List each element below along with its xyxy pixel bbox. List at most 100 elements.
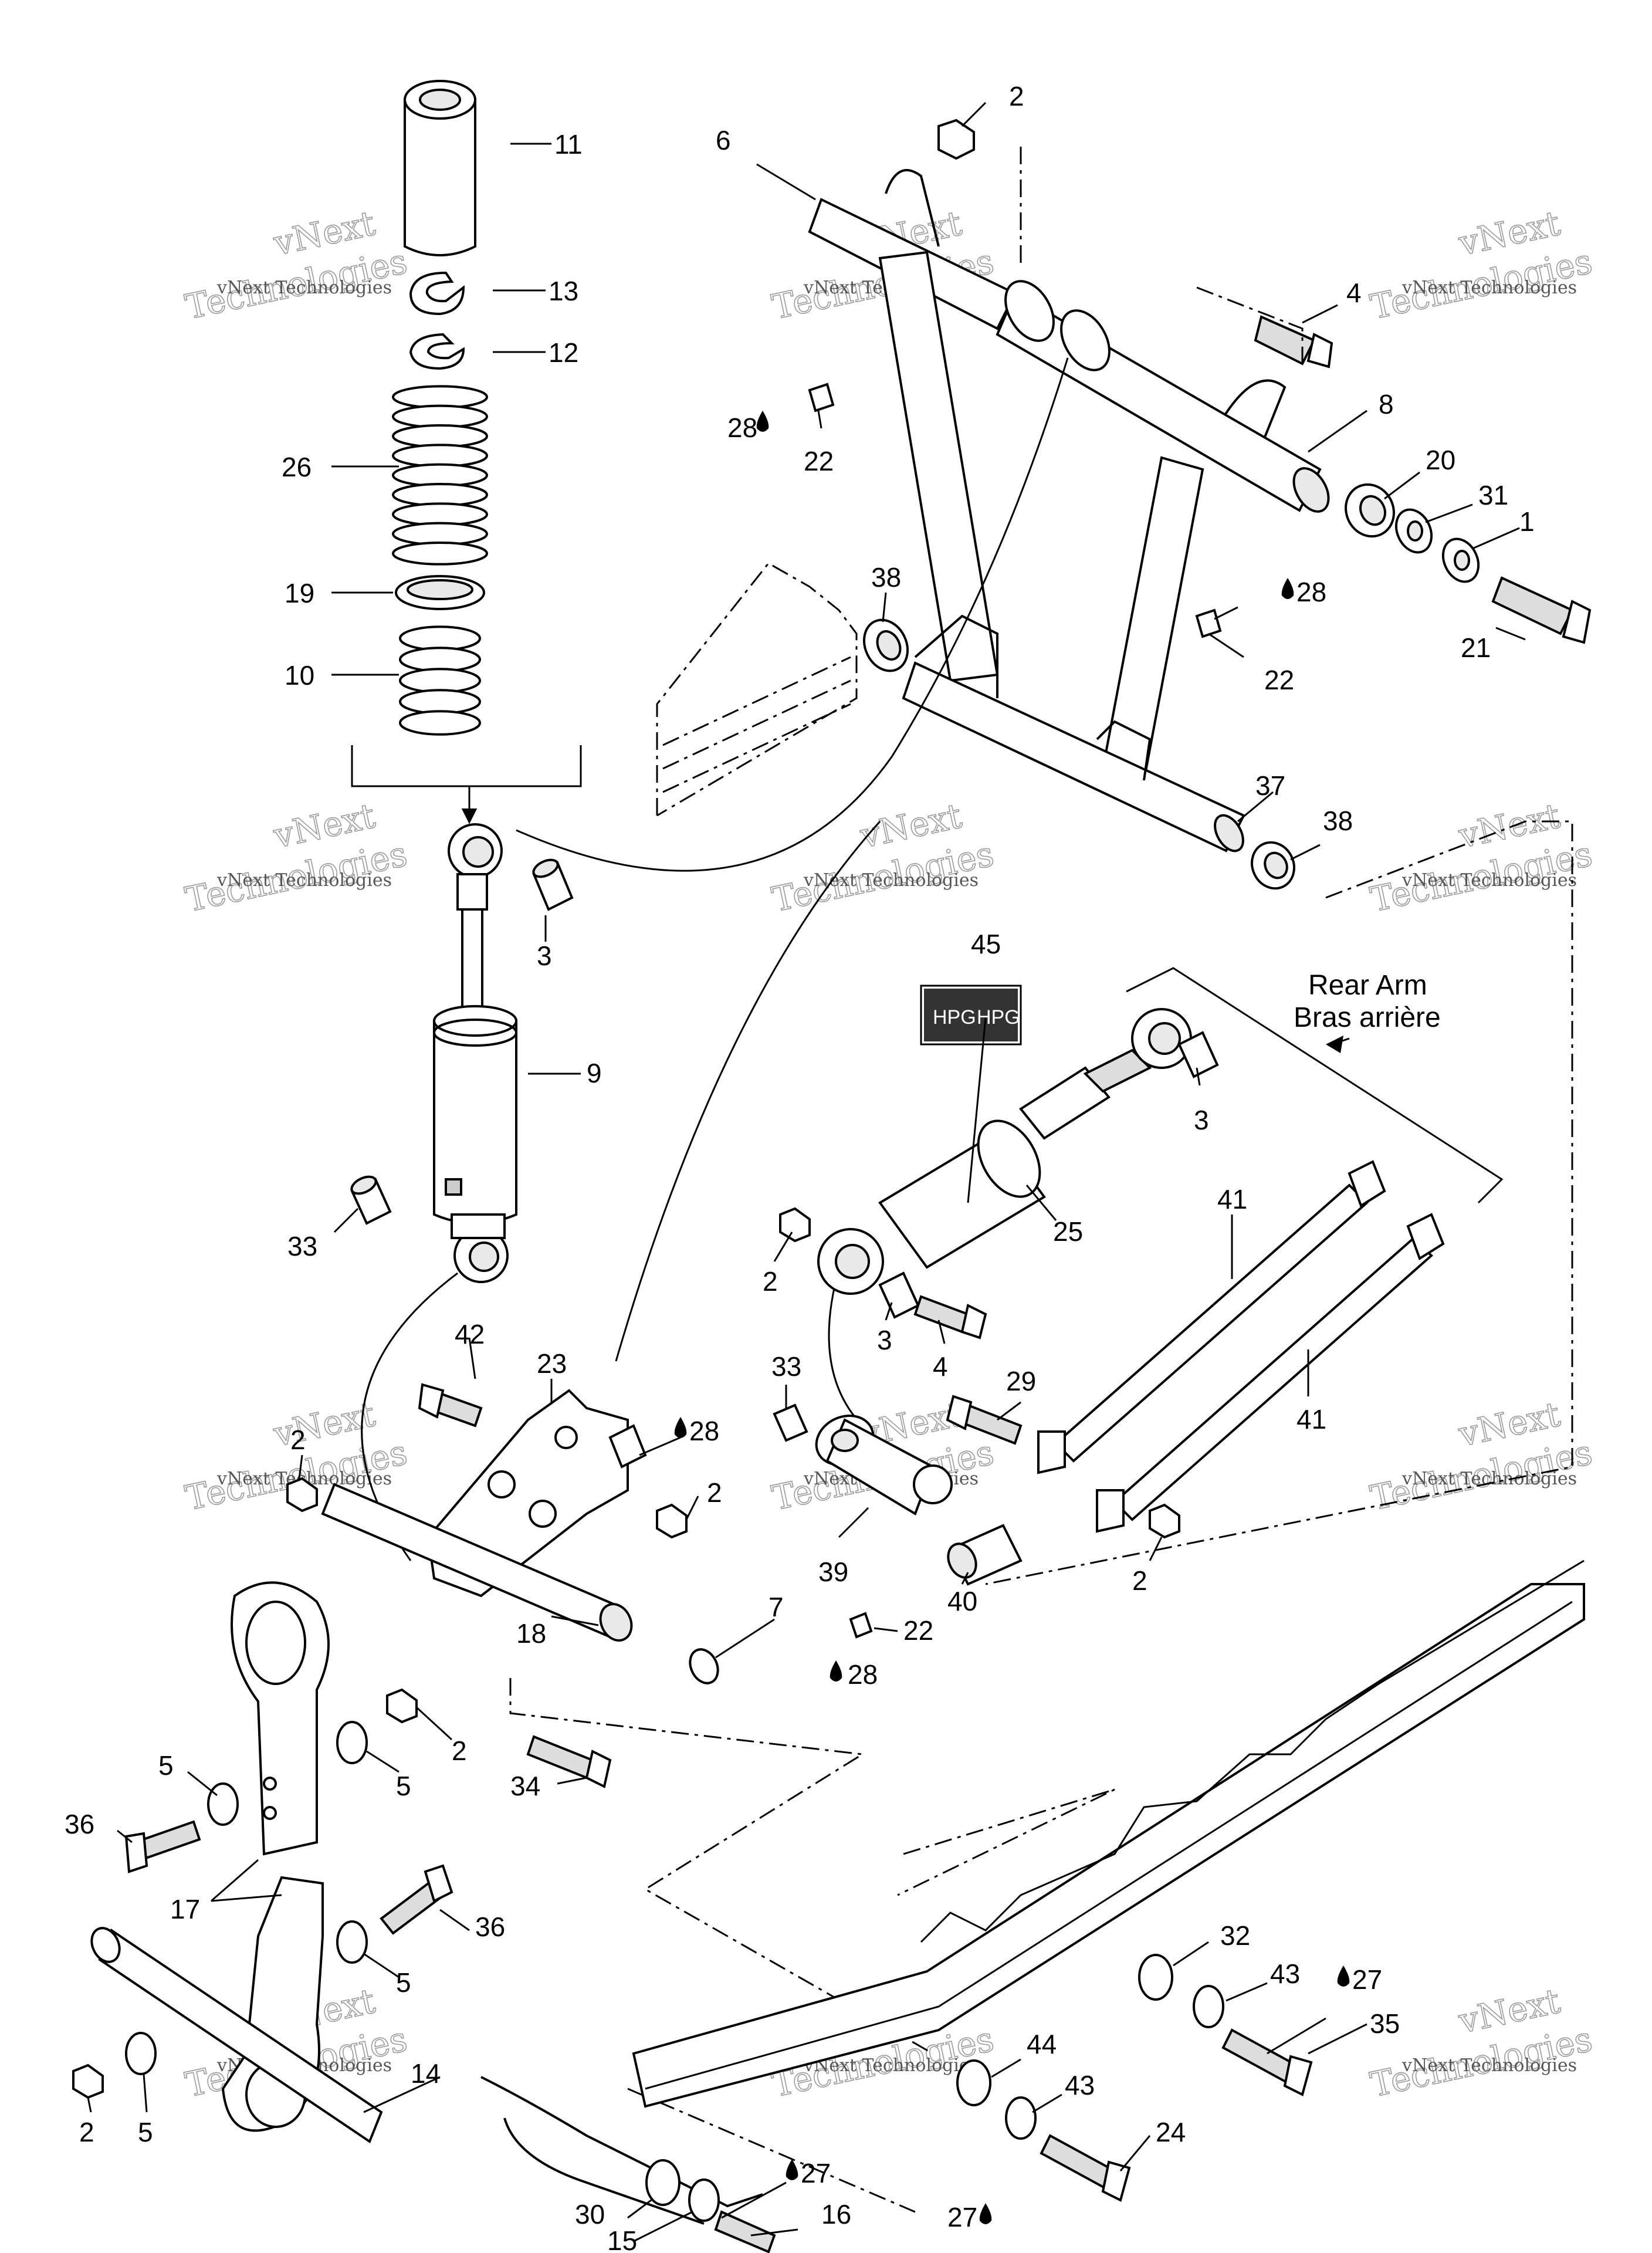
part-42-bolt	[418, 1383, 483, 1427]
tunnel-fragment	[656, 562, 858, 817]
part-22-grease-fitting-low	[849, 1612, 873, 1639]
callout-31: 31	[1478, 480, 1508, 510]
part-14-shaft	[90, 1927, 383, 2144]
callout-30: 30	[575, 2199, 605, 2230]
watermark-small: vNext Technologies	[216, 278, 392, 298]
watermark-text: vNextTechnologies	[760, 791, 997, 920]
nuts-bottom-left	[72, 1688, 418, 2099]
callout-24: 24	[1156, 2117, 1186, 2147]
callout-1: 1	[1519, 506, 1535, 537]
callout-15: 15	[607, 2225, 637, 2253]
callout-2-c: 2	[707, 1477, 722, 1508]
oil-drop-icons	[674, 411, 1350, 2224]
connection-curve-top	[516, 357, 1069, 872]
part-41-link-lower	[1096, 1213, 1445, 1533]
part-11-bumper-sleeve	[404, 80, 476, 256]
oil-drop-icon	[979, 2203, 992, 2224]
oil-drop-icon	[1281, 578, 1294, 599]
callout-37: 37	[1255, 770, 1285, 801]
callout-41-b: 41	[1296, 1404, 1326, 1435]
callout-35: 35	[1370, 2008, 1400, 2039]
rear-arm-box	[1126, 967, 1504, 1204]
callout-labels: 11 13 12 26 19 10 6 2 4 8 28 22 20 31 1 …	[65, 81, 1535, 2253]
part-13-clip	[409, 271, 465, 316]
callout-28-d: 28	[848, 1659, 878, 1690]
part-12-clip	[409, 333, 465, 370]
callout-44: 44	[1027, 2029, 1057, 2059]
part-19-spacer-ring	[395, 575, 485, 610]
part-2-nut-rear-shock	[779, 1207, 811, 1243]
part-3-bushing-rear-low	[878, 1271, 920, 1319]
callout-2-top: 2	[1009, 81, 1024, 111]
spring-coil	[399, 668, 481, 694]
part-21-bolt	[1491, 576, 1592, 644]
callout-39: 39	[818, 1557, 848, 1587]
assembly-arrow	[461, 808, 478, 824]
callout-17: 17	[170, 1894, 200, 1924]
part-2-nut-bellcrank-right	[656, 1503, 688, 1539]
connection-curve-mid	[615, 820, 881, 1362]
watermark-small: vNext Technologies	[1402, 870, 1577, 891]
callout-13: 13	[549, 276, 578, 306]
rail-hardware	[645, 1954, 1313, 2253]
callout-27-b: 27	[801, 2158, 831, 2188]
oil-drop-icon	[674, 1417, 687, 1438]
callout-28-c: 28	[689, 1416, 719, 1446]
watermark-small: vNext Technologies	[1402, 2055, 1577, 2076]
callout-5-c: 5	[396, 1967, 411, 1998]
spring-coil	[399, 710, 481, 736]
slide-rail	[480, 1559, 1585, 2225]
part-2-nut-top	[937, 119, 975, 160]
callout-2-e: 2	[1132, 1565, 1147, 1596]
part-40-sleeve	[947, 1524, 1023, 1586]
callout-20: 20	[1426, 445, 1455, 475]
part-41-link-upper	[1037, 1160, 1386, 1474]
watermark-text: vNextTechnologies	[1358, 1389, 1596, 1518]
part-4-bolt-rear	[913, 1295, 987, 1339]
spring-stack	[351, 80, 582, 824]
callout-6: 6	[716, 125, 731, 155]
callout-14: 14	[411, 2058, 441, 2089]
rear-arm-label-fr: Bras arrière	[1294, 1002, 1441, 1033]
spring-coil	[392, 463, 488, 488]
callout-12: 12	[549, 337, 578, 368]
callout-16: 16	[821, 2199, 851, 2230]
callout-43-b: 43	[1065, 2070, 1095, 2100]
part-31-washer	[1394, 508, 1433, 554]
watermark-text: vNextTechnologies	[1358, 1976, 1596, 2105]
part-23-bell-crank	[426, 1389, 647, 1598]
part-22-grease-fitting-mid	[1195, 608, 1222, 638]
callout-26: 26	[282, 452, 312, 482]
watermark-text: vNextTechnologies	[1358, 791, 1596, 920]
callout-43-a: 43	[1270, 1958, 1300, 1989]
callout-27-a: 27	[1352, 1964, 1382, 1995]
part-39-pivot-arm	[815, 1415, 953, 1515]
callout-38-b: 38	[1323, 806, 1353, 836]
oil-drop-icon	[1337, 1966, 1350, 1987]
callout-38-a: 38	[871, 562, 901, 593]
callout-32: 32	[1220, 1920, 1250, 1951]
callout-3-b: 3	[1194, 1105, 1209, 1135]
part-18-shaft	[321, 1483, 633, 1642]
callout-36-b: 36	[475, 1912, 505, 1942]
spring-coil	[399, 625, 481, 651]
oil-drop-icon	[756, 411, 769, 432]
callout-42: 42	[455, 1319, 485, 1349]
spring-coil	[399, 689, 481, 715]
part-3-bushing-top	[532, 858, 574, 911]
spring-coil	[392, 522, 488, 546]
part-45-decal: HPG HPG	[920, 985, 1022, 1046]
callout-3-c: 3	[877, 1325, 892, 1355]
rear-arm-label-en: Rear Arm	[1308, 970, 1427, 1001]
part-2-nut-link	[1149, 1503, 1180, 1539]
part-10-secondary-spring	[399, 625, 481, 736]
spring-coil	[392, 385, 488, 410]
callout-5-b: 5	[396, 1771, 411, 1801]
callout-2-d: 2	[290, 1425, 306, 1455]
callout-41-a: 41	[1217, 1184, 1247, 1215]
decal-text-2: HPG	[977, 1006, 1020, 1029]
part-38-bushing-right	[1251, 841, 1295, 890]
callout-18: 18	[516, 1618, 546, 1649]
